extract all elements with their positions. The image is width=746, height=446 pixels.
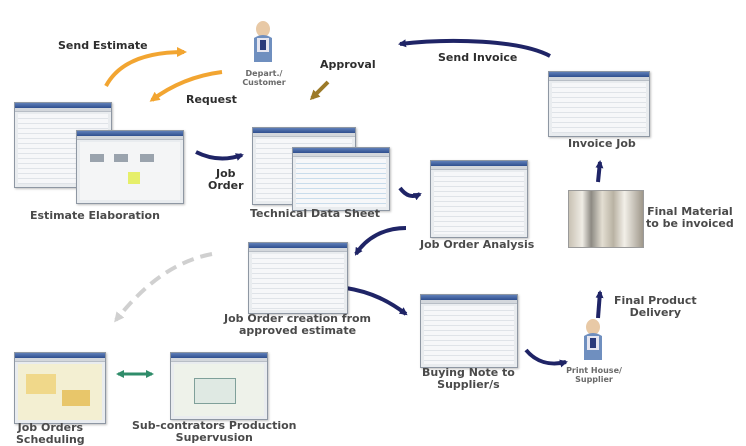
request-arrow xyxy=(149,70,223,102)
final-delivery-arrow xyxy=(595,290,604,319)
node-label-final-delivery: Final Product Delivery xyxy=(614,294,697,319)
technical-window-front xyxy=(292,147,390,211)
node-label-invoice-job: Invoice Job xyxy=(568,137,636,150)
creation-to-scheduling-dashed-arrow xyxy=(114,252,213,323)
scheduling-window xyxy=(14,352,106,424)
node-label-scheduling: Job Orders Scheduling xyxy=(16,421,85,446)
node-label-technical: Technical Data Sheet xyxy=(250,207,380,220)
node-label-buying: Buying Note to Supplier/s xyxy=(422,366,515,391)
node-label-estimate: Estimate Elaboration xyxy=(30,209,160,222)
material-to-invoice-arrow xyxy=(595,160,604,183)
node-label-final-material: Final Material to be invoiced xyxy=(646,205,734,230)
creation-to-buying-arrow xyxy=(345,286,408,316)
approval-arrow xyxy=(309,80,330,101)
node-label-analysis: Job Order Analysis xyxy=(420,238,535,251)
node-label-print-house: Print House/ Supplier xyxy=(566,366,622,384)
analysis-to-creation-arrow xyxy=(354,226,407,256)
creation-window xyxy=(248,242,348,314)
edge-label-approval: Approval xyxy=(320,58,376,71)
edge-label-send-estimate: Send Estimate xyxy=(58,39,148,52)
buying-window xyxy=(420,294,518,368)
edge-label-job-order: Job Order xyxy=(208,167,244,192)
subcontractors-window xyxy=(170,352,268,420)
edge-label-send-invoice: Send Invoice xyxy=(438,51,518,64)
node-label-creation: Job Order creation from approved estimat… xyxy=(224,312,372,337)
invoice-window xyxy=(548,71,650,137)
node-label-subcontractors: Sub-contrators Production Supervusion xyxy=(132,419,297,444)
buying-to-print-house-arrow xyxy=(524,348,568,368)
edge-label-request: Request xyxy=(186,93,237,106)
estimate-window-front xyxy=(76,130,184,204)
analysis-window xyxy=(430,160,528,238)
send-invoice-arrow xyxy=(398,38,551,58)
node-label-depart-customer: Depart./ Customer xyxy=(242,69,286,87)
final-material-photo xyxy=(568,190,644,248)
supplier-person-icon xyxy=(584,319,602,360)
technical-to-analysis-arrow xyxy=(398,186,422,201)
customer-person-icon xyxy=(254,21,272,62)
send-estimate-arrow xyxy=(104,47,187,88)
job-order-arrow xyxy=(195,150,244,161)
